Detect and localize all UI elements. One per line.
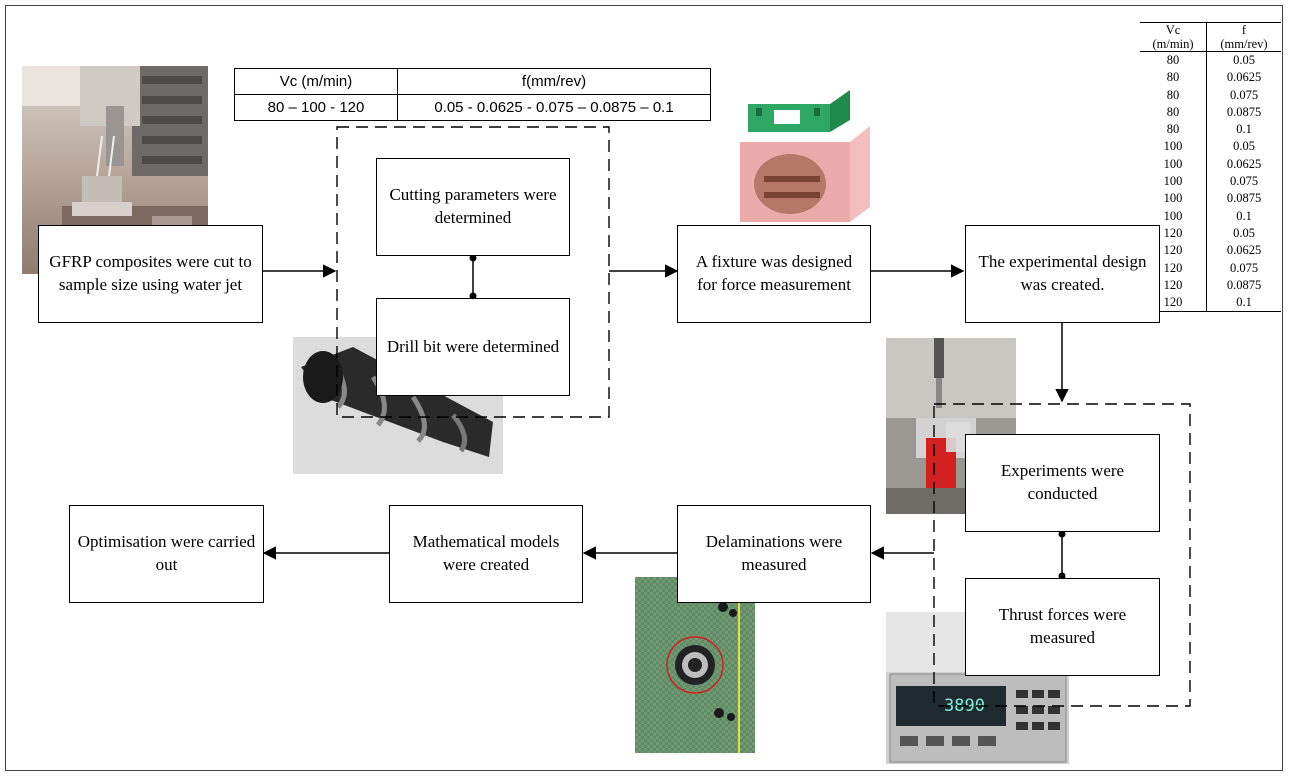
step-fixture-box: A fixture was designed for force measure… (677, 225, 871, 323)
step-optimisation-box: Optimisation were carried out (69, 505, 264, 603)
design-header-vc: Vc (1140, 22, 1207, 37)
design-cell-f: 0.1 (1236, 208, 1252, 223)
design-cell-vc: 80 (1140, 121, 1207, 139)
design-header-vc-unit: (m/min) (1140, 37, 1207, 52)
design-cell-f: 0.05 (1233, 139, 1255, 154)
step-cutting-params-box: Cutting parameters were determined (376, 158, 570, 256)
design-cell-vc: 80 (1140, 69, 1207, 87)
step-fixture-label: A fixture was designed for force measure… (695, 252, 853, 294)
design-header-f: f (1206, 22, 1281, 37)
design-row: 100 0.0875 (1140, 190, 1281, 208)
design-row: 100 0.1 (1140, 207, 1281, 225)
design-cell-f: 0.0875 (1226, 104, 1262, 119)
design-cell-f: 0.0625 (1226, 70, 1262, 85)
step-thrust-label: Thrust forces were measured (998, 605, 1127, 647)
design-cell-vc: 100 (1140, 190, 1207, 208)
cutting-parameter-table: Vc (m/min) f(mm/rev) 80 – 100 - 120 0.05… (234, 68, 711, 121)
meter-display-reading: 3890 (944, 696, 985, 716)
design-cell-vc: 100 (1140, 207, 1207, 225)
design-cell-vc: 80 (1140, 103, 1207, 122)
step-delam-box: Delaminations were measured (677, 505, 871, 603)
step-experiments-box: Experiments were conducted (965, 434, 1160, 532)
step-experiments-label: Experiments were conducted (1000, 461, 1125, 503)
design-cell-vc: 80 (1140, 51, 1207, 70)
step-cut-box: GFRP composites were cut to sample size … (38, 225, 263, 323)
design-row: 100 0.0625 (1140, 155, 1281, 174)
design-cell-vc: 100 (1140, 155, 1207, 174)
step-cutting-params-label: Cutting parameters were determined (389, 185, 557, 227)
step-design-label: The experimental design was created. (978, 252, 1147, 294)
design-cell-f: 0.1 (1236, 122, 1252, 137)
design-cell-f: 0.0625 (1226, 156, 1262, 171)
design-cell-f: 0.0625 (1226, 243, 1262, 258)
design-row: 100 0.075 (1140, 173, 1281, 191)
design-row: 100 0.05 (1140, 138, 1281, 156)
design-cell-vc: 80 (1140, 86, 1207, 104)
design-cell-f: 0.1 (1206, 294, 1281, 313)
step-delam-label: Delaminations were measured (705, 532, 843, 574)
design-row: 80 0.0625 (1140, 69, 1281, 87)
fixture-cad-render (726, 82, 903, 225)
step-cut-label: GFRP composites were cut to sample size … (49, 252, 252, 294)
delamination-sample-photo (635, 577, 755, 753)
design-header-f-unit: (mm/rev) (1206, 37, 1281, 52)
param-value-f: 0.05 - 0.0625 - 0.075 – 0.0875 – 0.1 (397, 94, 711, 121)
design-cell-vc: 100 (1140, 173, 1207, 191)
design-row: 80 0.0875 (1140, 103, 1281, 122)
design-cell-f: 0.075 (1229, 87, 1259, 102)
param-header-f: f(mm/rev) (397, 68, 711, 95)
design-cell-f: 0.0875 (1226, 191, 1262, 206)
design-cell-vc: 100 (1140, 138, 1207, 156)
design-cell-f: 0.05 (1233, 225, 1255, 240)
step-design-box: The experimental design was created. (965, 225, 1160, 323)
param-value-vc: 80 – 100 - 120 (234, 94, 398, 121)
step-thrust-box: Thrust forces were measured (965, 578, 1160, 676)
figure-frame (5, 5, 1283, 771)
design-cell-f: 0.075 (1229, 260, 1259, 275)
step-drill-bit-label: Drill bit were determined (386, 336, 560, 356)
design-cell-f: 0.0875 (1226, 277, 1262, 292)
param-header-vc: Vc (m/min) (234, 68, 398, 95)
step-models-label: Mathematical models were created (412, 532, 560, 574)
step-optimisation-label: Optimisation were carried out (77, 532, 256, 574)
design-row: 80 0.075 (1140, 86, 1281, 104)
design-cell-f: 0.05 (1233, 53, 1255, 67)
step-models-box: Mathematical models were created (389, 505, 583, 603)
design-cell-f: 0.075 (1229, 174, 1259, 189)
step-drill-bit-box: Drill bit were determined (376, 298, 570, 396)
